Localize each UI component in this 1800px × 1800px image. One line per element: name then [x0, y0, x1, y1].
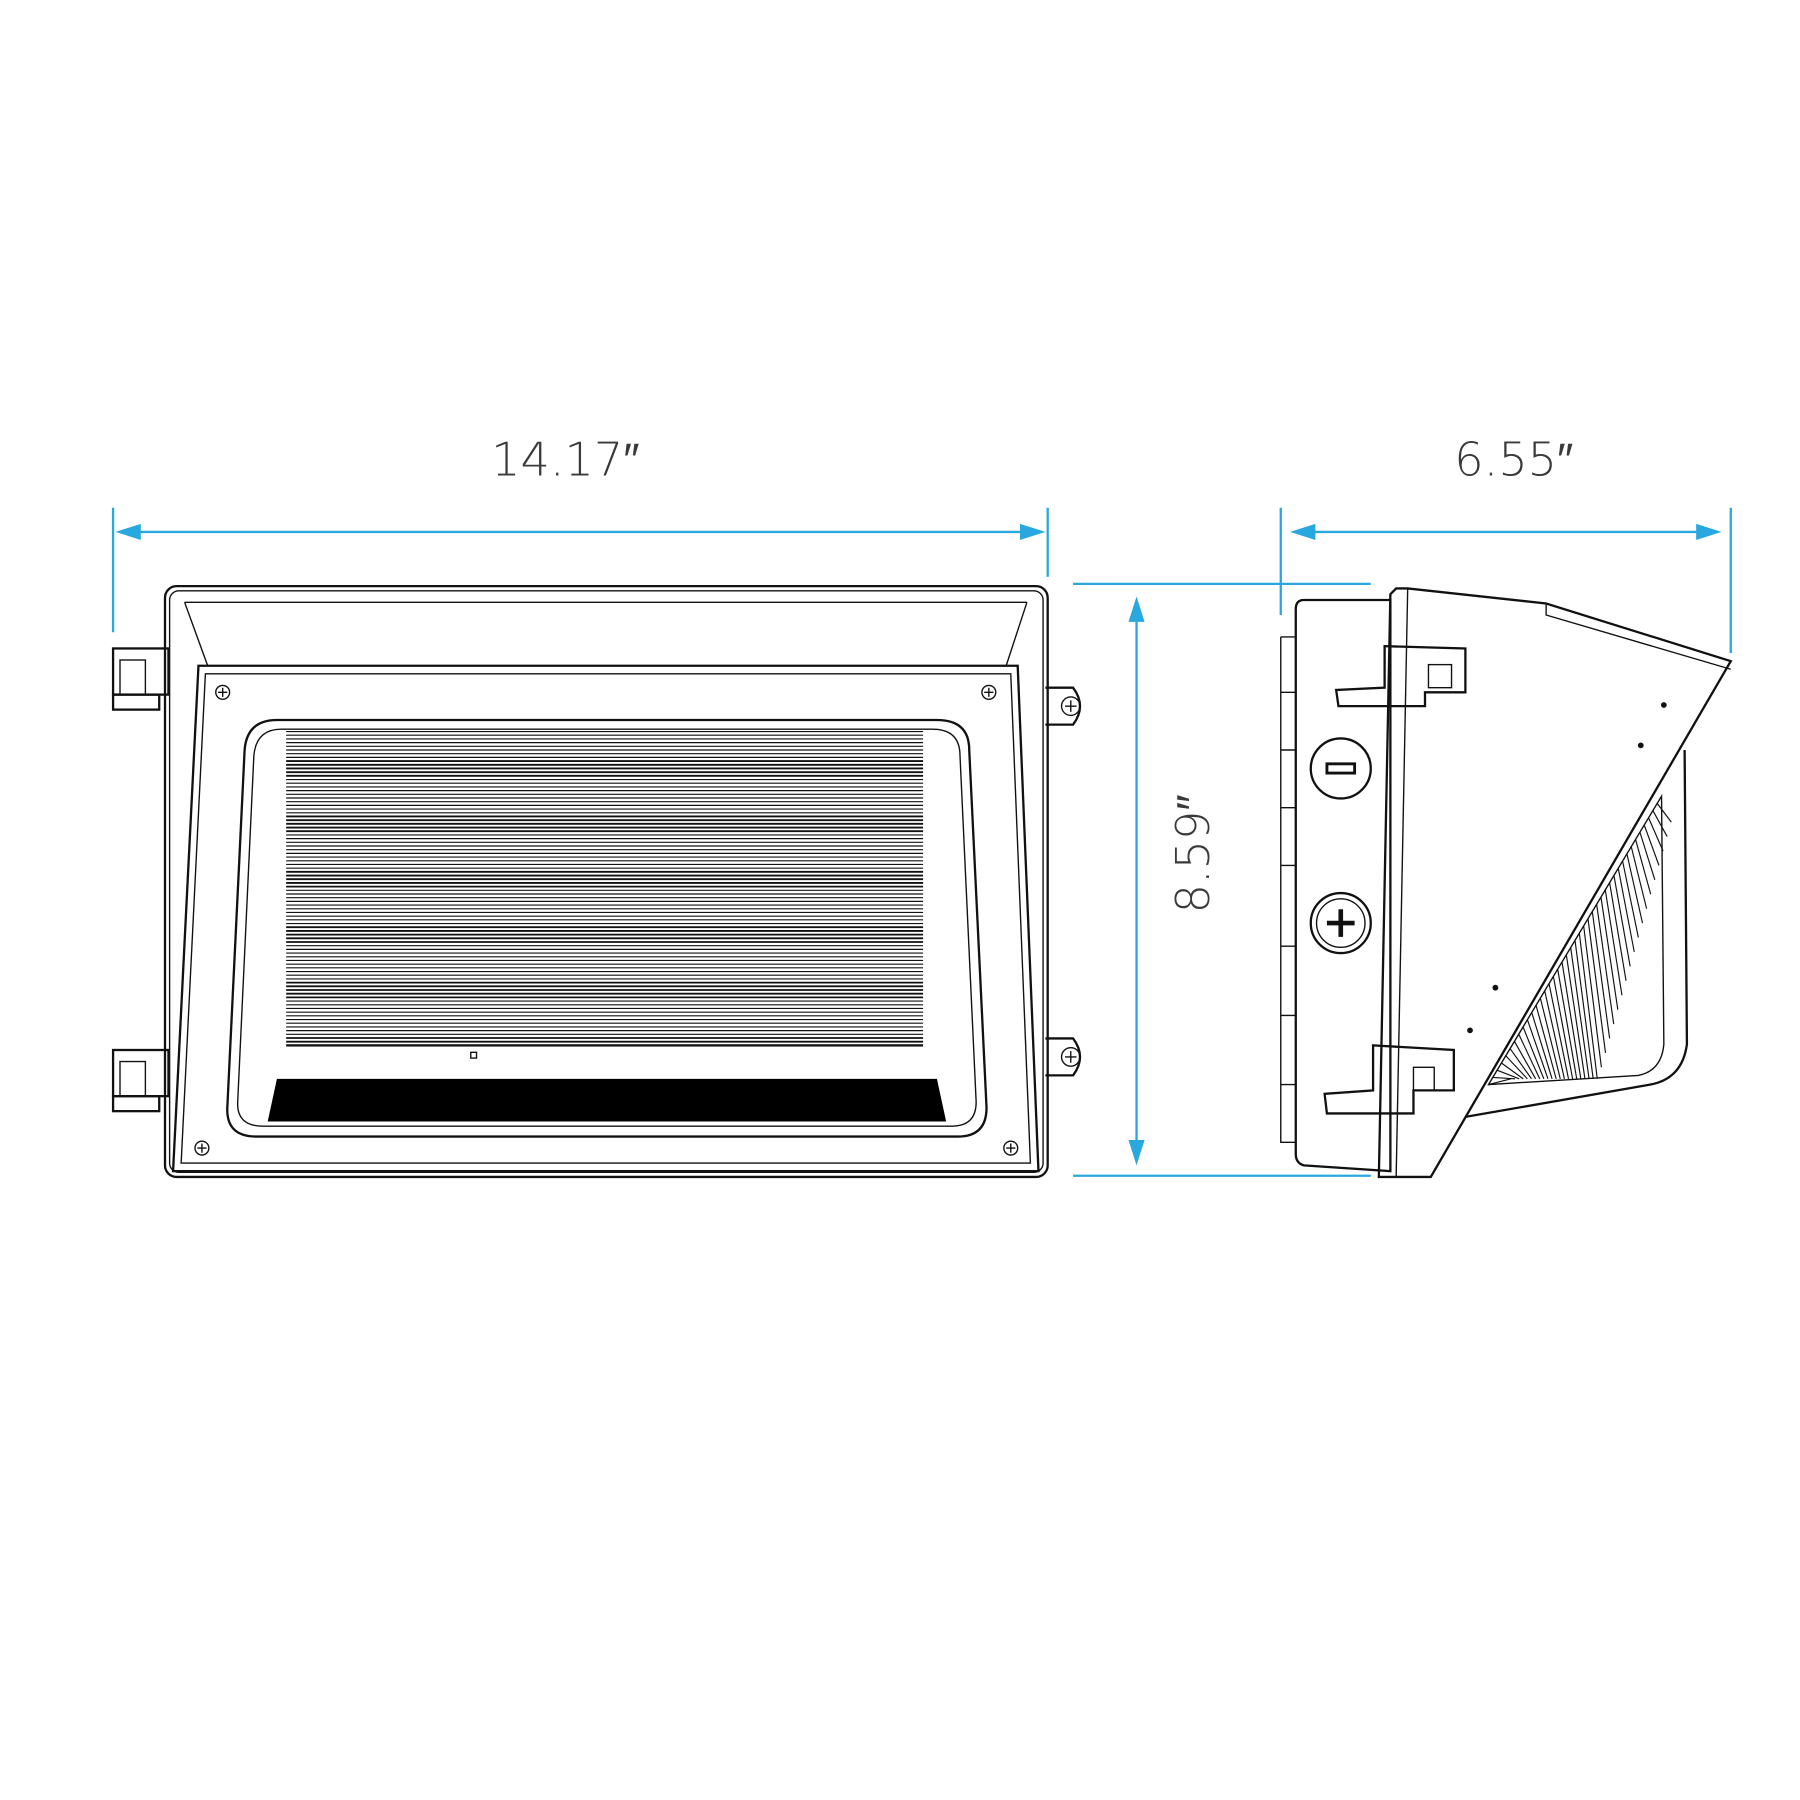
depth-label: 6.55″	[1454, 432, 1573, 486]
screw-icon	[215, 684, 231, 700]
width-dimension: 14.17″	[111, 432, 1049, 633]
width-label: 14.17″	[491, 432, 639, 486]
front-view	[111, 585, 1082, 1179]
lens-shadow	[267, 1078, 947, 1122]
side-view	[1280, 587, 1733, 1179]
height-dimension: 8.59″	[1073, 582, 1371, 1177]
height-label: 8.59″	[1166, 794, 1220, 913]
mounting-clip	[1323, 1044, 1455, 1115]
louver-grille	[286, 730, 924, 1043]
mounting-bracket	[111, 1048, 170, 1113]
mounting-clip	[1334, 644, 1467, 708]
mounting-bracket	[111, 647, 170, 711]
terminal-positive-icon	[1309, 891, 1372, 955]
side-lens-hatching	[1488, 803, 1672, 1086]
mounting-ear	[1045, 686, 1082, 726]
screw-icon	[194, 1140, 210, 1156]
screw-icon	[1003, 1140, 1019, 1156]
mounting-ear	[1045, 1037, 1082, 1077]
terminal-negative-icon	[1309, 737, 1372, 800]
depth-dimension: 6.55″	[1279, 432, 1732, 654]
side-lens	[1487, 793, 1665, 1086]
screw-icon	[981, 684, 997, 700]
